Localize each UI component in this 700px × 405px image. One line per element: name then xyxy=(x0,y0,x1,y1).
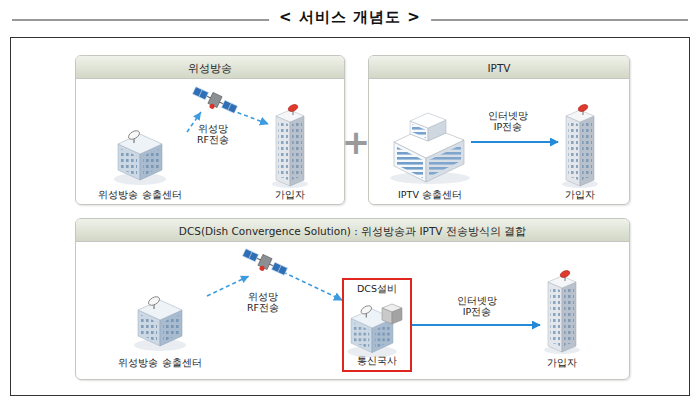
broadcast-center-icon xyxy=(134,295,186,351)
plus-sign: + xyxy=(342,125,371,159)
site-node: 가입자 xyxy=(558,106,602,200)
panel-header: DCS(Dish Convergence Solution) : 위성방송과 I… xyxy=(76,219,629,242)
highlight-box: DCS설비통신국사 xyxy=(342,278,412,372)
node-label: 가입자 xyxy=(275,189,305,200)
satellite-icon xyxy=(240,247,288,280)
outer-frame xyxy=(11,38,690,396)
node-label: DCS설비 xyxy=(357,283,397,294)
internet-link xyxy=(412,324,540,326)
subscriber-building-icon xyxy=(544,269,580,354)
panel-title: 위성방송 xyxy=(188,62,232,75)
link-label: 위성망 RF전송 xyxy=(246,291,280,314)
link-label: 인터넷망 IP전송 xyxy=(456,295,498,318)
site-node: 가입자 xyxy=(540,268,584,368)
panel-title: IPTV xyxy=(487,62,510,75)
node-label: 가입자 xyxy=(565,189,595,200)
broadcast-center-icon xyxy=(114,129,166,185)
link-label: 인터넷망 IP전송 xyxy=(487,110,529,133)
panel-title: DCS(Dish Convergence Solution) : 위성방송과 I… xyxy=(179,225,526,238)
iptv-center-icon xyxy=(390,113,470,184)
node-label: 통신국사 xyxy=(357,355,397,366)
internet-link xyxy=(471,141,558,143)
arrow-head xyxy=(240,272,251,283)
subscriber-building-icon xyxy=(272,103,308,188)
site-node: 위성방송 송출센터 xyxy=(113,282,207,368)
arrow-head xyxy=(193,110,204,121)
link-label: 위성망 RF전송 xyxy=(196,123,230,146)
site-node: IPTV 송출센터 xyxy=(389,106,471,200)
subscriber-building-icon xyxy=(562,103,598,188)
node-label: IPTV 송출센터 xyxy=(398,189,462,200)
node-label: 위성방송 송출센터 xyxy=(118,357,201,368)
panel-header: 위성방송 xyxy=(76,56,344,79)
node-label: 가입자 xyxy=(547,357,577,368)
site-node: 위성방송 송출센터 xyxy=(93,122,187,200)
dcs-equipment-icon xyxy=(347,304,402,357)
site-node: 가입자 xyxy=(268,106,312,200)
node-label: 위성방송 송출센터 xyxy=(98,189,181,200)
satellite-icon xyxy=(190,85,238,118)
panel-header: IPTV xyxy=(369,56,629,79)
diagram-title: < 서비스 개념도 > xyxy=(269,8,431,27)
group-panel: DCS(Dish Convergence Solution) : 위성방송과 I… xyxy=(75,218,630,380)
